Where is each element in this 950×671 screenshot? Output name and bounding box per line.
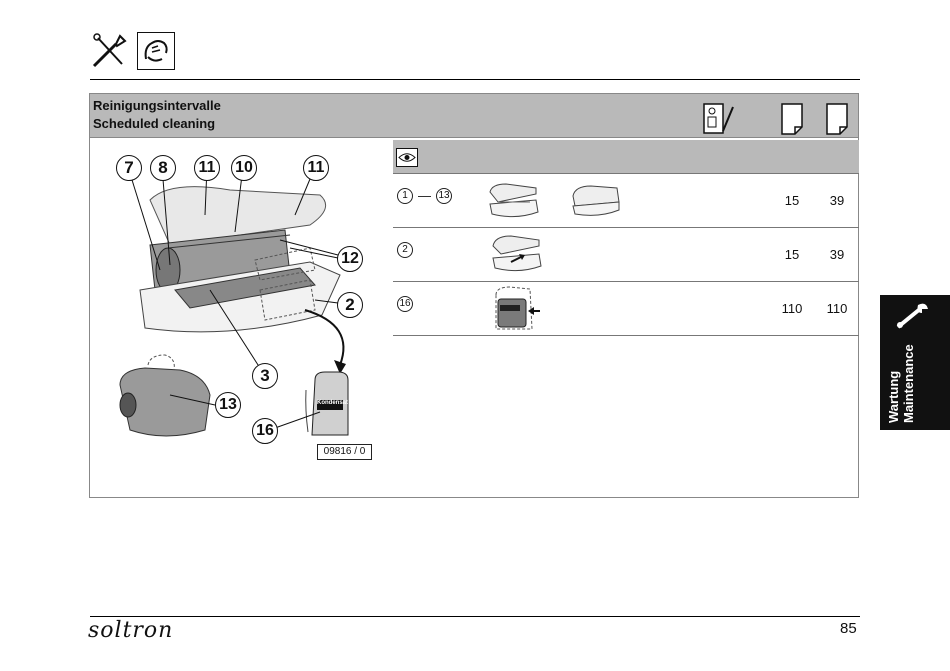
callout: 8	[150, 155, 176, 181]
sunbed-illustration	[110, 150, 385, 450]
sunbed-closed-icon	[569, 182, 621, 220]
technician-checklist-icon	[703, 101, 735, 135]
eye-icon	[396, 148, 418, 167]
range-dash: —	[418, 188, 431, 204]
side-tab-label-en: Maintenance	[901, 344, 916, 423]
side-tab-label-de: Wartung	[886, 370, 901, 423]
value-cell: 110	[781, 301, 803, 316]
page-icon	[826, 103, 848, 135]
sunbed-open-icon	[486, 180, 541, 222]
table-row: 16	[397, 295, 413, 312]
row-divider	[393, 227, 859, 228]
callout: 10	[231, 155, 257, 181]
row-divider	[393, 335, 859, 336]
table-row: 1 — 13	[397, 187, 452, 204]
brand-logo: soltron	[88, 618, 174, 643]
tools-icon	[90, 32, 128, 70]
callout: 16	[252, 418, 278, 444]
value-cell: 110	[826, 301, 848, 316]
value-cell: 39	[829, 193, 845, 208]
callout: 11	[303, 155, 329, 181]
callout: 7	[116, 155, 142, 181]
value-cell: 15	[784, 247, 800, 262]
table-header	[393, 140, 859, 173]
item-number: 1	[397, 187, 413, 204]
top-rule	[90, 79, 860, 80]
hand-cleaning-icon	[137, 32, 175, 70]
value-cell: 39	[829, 247, 845, 262]
wrench-icon	[894, 301, 930, 331]
callout: 11	[194, 155, 220, 181]
callout: 13	[215, 392, 241, 418]
item-number: 2	[397, 241, 413, 258]
sunbed-lower-panel-icon	[489, 232, 545, 277]
callout: 12	[337, 246, 363, 272]
section-side-tab: Wartung Maintenance	[880, 295, 950, 430]
value-cell: 15	[784, 193, 800, 208]
title-english: Scheduled cleaning	[93, 116, 216, 131]
item-number: 13	[436, 187, 452, 204]
callout: 2	[337, 292, 363, 318]
title-german: Reinigungsintervalle	[93, 98, 221, 113]
row-divider	[393, 173, 859, 174]
condensate-canister-icon	[490, 285, 542, 333]
table-row: 2	[397, 241, 413, 258]
cleaning-panel	[89, 93, 859, 498]
bottom-rule	[90, 616, 860, 617]
row-divider	[393, 281, 859, 282]
page-icon	[781, 103, 803, 135]
canister-label: Kondensat	[317, 400, 349, 406]
figure-code: 09816 / 0	[317, 444, 372, 460]
side-tab-text: Wartung Maintenance	[886, 344, 916, 423]
page-number: 85	[840, 620, 857, 637]
callout: 3	[252, 363, 278, 389]
item-number: 16	[397, 295, 413, 312]
